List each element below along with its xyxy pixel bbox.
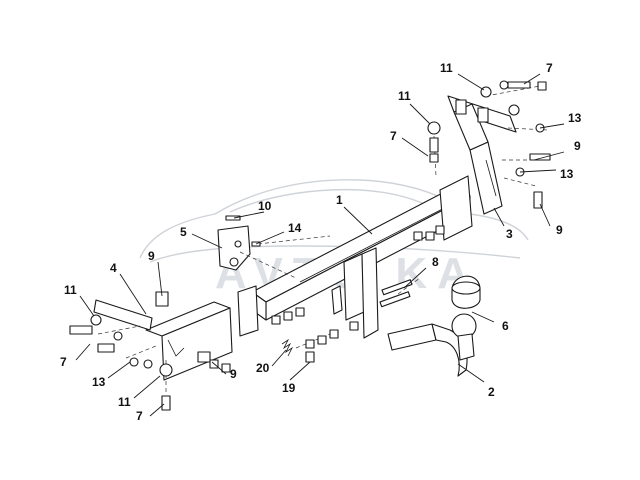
bolt: [529, 153, 551, 161]
callout-3: 3: [506, 227, 513, 241]
bolt: [97, 343, 115, 353]
nut: [537, 81, 547, 91]
callout-4: 4: [110, 261, 117, 275]
nut: [317, 335, 327, 345]
tow-ball-arm: [387, 313, 477, 377]
bolt: [429, 137, 439, 153]
callout-13-right: 13: [560, 167, 574, 181]
callout-14: 14: [288, 221, 302, 235]
leader-lines: [75, 73, 565, 417]
bolt: [379, 291, 411, 308]
nut: [413, 231, 423, 241]
callout-13-top: 13: [568, 111, 582, 125]
callout-labels: 1 2 3 4 5 6 7 7 7 7 8 9 9 9 9 10 11 11 1…: [60, 61, 582, 423]
callout-10: 10: [258, 199, 272, 213]
callout-9-bottom: 9: [230, 367, 237, 381]
nut: [435, 225, 445, 235]
washer: [143, 359, 153, 369]
callout-9-right-low: 9: [556, 223, 563, 237]
bracket-5: [217, 225, 251, 271]
nut: [271, 315, 281, 325]
nut: [425, 231, 435, 241]
ball-cover: [451, 275, 481, 309]
bolt: [69, 325, 93, 335]
callout-11-top: 11: [440, 61, 453, 75]
washer: [499, 80, 509, 90]
spring: [281, 338, 294, 357]
callout-2: 2: [488, 385, 495, 399]
washer: [480, 86, 492, 98]
callout-9-right-high: 9: [574, 139, 581, 153]
callout-9-left: 9: [148, 249, 155, 263]
callout-7-mid: 7: [390, 129, 397, 143]
washer: [508, 104, 520, 116]
nut: [305, 339, 315, 349]
fasteners: [69, 80, 551, 411]
washer: [129, 357, 139, 367]
washer: [90, 314, 102, 326]
washer: [113, 331, 123, 341]
callout-1: 1: [336, 193, 343, 207]
bolt: [305, 351, 315, 363]
bolt: [225, 215, 241, 221]
callout-7-bottom: 7: [136, 409, 143, 423]
nut: [283, 311, 293, 321]
nut: [349, 321, 359, 331]
nut: [429, 153, 439, 163]
nut: [329, 329, 339, 339]
nut: [295, 307, 305, 317]
callout-7-top: 7: [546, 61, 553, 75]
callout-11-bottom: 11: [118, 395, 131, 409]
bolt: [155, 291, 169, 307]
callout-6: 6: [502, 319, 509, 333]
center-plates: [331, 247, 379, 339]
bolt: [507, 81, 531, 89]
bolt: [161, 395, 171, 411]
callout-8: 8: [432, 255, 439, 269]
bolt: [533, 191, 543, 209]
washer: [159, 363, 173, 377]
bolt: [251, 241, 261, 247]
callout-11-mid: 11: [398, 89, 411, 103]
nut: [221, 363, 231, 373]
callout-20: 20: [256, 361, 270, 375]
washer: [427, 121, 441, 135]
callout-19: 19: [282, 381, 296, 395]
callout-5: 5: [180, 225, 187, 239]
callout-11-left: 11: [64, 283, 77, 297]
nut: [197, 351, 211, 363]
right-bracket: [439, 95, 517, 241]
callout-7-left: 7: [60, 355, 67, 369]
callout-13-left: 13: [92, 375, 106, 389]
